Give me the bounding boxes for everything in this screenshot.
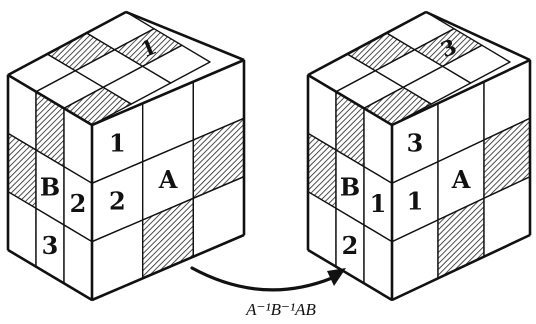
cube-edge-before-1 [7, 10, 127, 77]
cube-edge-after-1 [307, 10, 427, 77]
cube-edge-after-8 [391, 233, 531, 302]
cube-edge-after-2 [307, 73, 393, 127]
cube-edge-before-2 [7, 73, 93, 127]
sticker-top-8 [141, 44, 211, 84]
sticker-label-after-right-1: 1 [407, 187, 424, 216]
cube-edge-before-7 [7, 248, 93, 302]
sticker-label-after-left-B: B [340, 173, 360, 202]
commutator-caption: A⁻¹B⁻¹AB [245, 300, 316, 319]
cube-edge-after-7 [307, 248, 393, 302]
arrow-curve [190, 266, 334, 292]
sticker-top-8 [442, 44, 511, 84]
sticker-label-before-left-2: 2 [70, 189, 87, 218]
face-top-after [307, 11, 511, 126]
sticker-label-after-right-A: A [451, 165, 471, 194]
sticker-label-after-left-2: 2 [342, 231, 359, 260]
cube-edge-after-3 [391, 58, 531, 127]
cube-edge-before-8 [91, 233, 245, 302]
sticker-label-before-left-3: 3 [42, 231, 59, 260]
cube-edge-after-0 [425, 10, 531, 62]
transformation-arrow [190, 266, 346, 292]
cube-edge-before-0 [125, 10, 245, 62]
face-left-after [307, 74, 393, 301]
sticker-label-after-left-1: 1 [370, 189, 387, 218]
sticker-label-after-right-3: 3 [407, 128, 424, 157]
sticker-label-before-right-A: A [158, 165, 178, 194]
sticker-label-before-right-1: 1 [109, 128, 126, 157]
sticker-label-before-left-B: B [40, 173, 60, 202]
arrow-head [327, 268, 346, 286]
sticker-label-before-right-2: 2 [109, 187, 126, 216]
cube-edge-before-3 [91, 58, 245, 127]
